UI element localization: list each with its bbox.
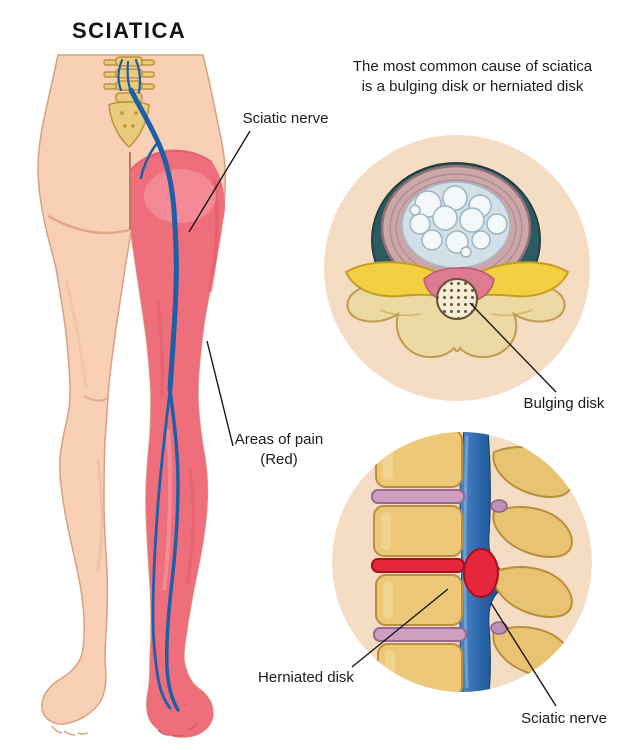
- sacral-foramina: [120, 111, 138, 128]
- sciatic-nerve: [117, 58, 180, 712]
- connector-sciatic-nerve-main: [188, 130, 251, 233]
- sciatic-nerve-branch-medial: [151, 388, 172, 710]
- connector-sciatic-nerve-inset: [490, 602, 557, 707]
- caption-text: The most common cause of sciatica is a b…: [352, 58, 593, 96]
- pain-area-shading: [130, 150, 219, 737]
- page-title: SCIATICA: [72, 18, 187, 43]
- herniated-disk-shape: [371, 558, 465, 573]
- disk-nucleus: [401, 181, 511, 269]
- vertebral-body: [375, 574, 463, 626]
- sciatic-nerve-branch-lateral: [165, 388, 180, 712]
- nerve-buttock-branch: [139, 140, 160, 180]
- sciatic-nerve-inset-label: Sciatic nerve: [521, 710, 607, 727]
- herniated-disk-label: Herniated disk: [258, 669, 354, 686]
- herniation-bulge: [463, 548, 499, 598]
- connector-bulging-disk: [469, 302, 557, 393]
- bulging-disk-inset: [324, 135, 590, 401]
- intervertebral-disk: [371, 489, 465, 504]
- spinous-process: [492, 566, 573, 618]
- sciatic-nerve-label: Sciatic nerve: [242, 110, 329, 127]
- body-figure: [37, 54, 226, 738]
- vertebral-bodies: [373, 432, 463, 692]
- bulging-disk-label: Bulging disk: [523, 395, 605, 412]
- sciatic-nerve-main: [128, 87, 179, 393]
- cauda-equina: [436, 278, 478, 320]
- intervertebral-disk: [373, 627, 467, 642]
- skin-shading: [47, 214, 130, 736]
- sacrum-bone: [108, 101, 150, 149]
- connector-areas-of-pain: [206, 340, 234, 447]
- connector-herniated-disk: [351, 588, 449, 668]
- herniated-disk-inset: [332, 432, 592, 692]
- areas-of-pain-label: Areas of pain (Red): [234, 431, 324, 469]
- spinous-process: [492, 506, 573, 558]
- vertebral-body: [373, 505, 463, 557]
- spinal-canal-highlight: [463, 435, 469, 689]
- vertebra-shading: [379, 309, 533, 317]
- connector-lines: [188, 130, 557, 707]
